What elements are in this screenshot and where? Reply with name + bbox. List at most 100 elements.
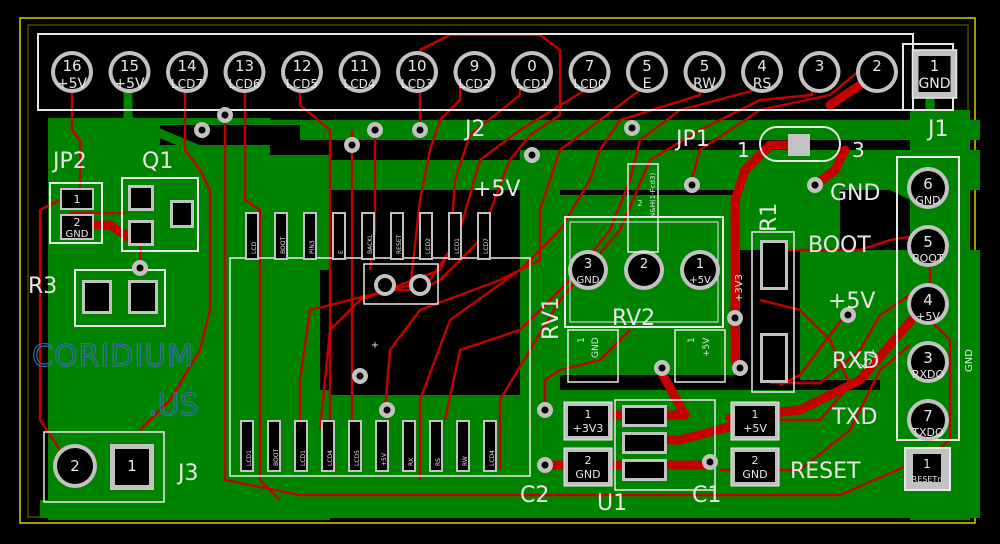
via bbox=[807, 177, 823, 193]
ic-pad-top: BACKL bbox=[361, 212, 375, 260]
via bbox=[732, 360, 748, 376]
ic-pad-bottom: RX bbox=[402, 420, 416, 472]
silkscreen-labels: J2 JP1 1 3 GND J1 JP2 Q1 R3 R1 RV1 RV2 J… bbox=[28, 117, 975, 516]
rv2-pin: 2 bbox=[624, 250, 664, 290]
header-pin[interactable]: 5RW bbox=[683, 51, 726, 93]
resistor-r1 bbox=[751, 231, 795, 393]
header-pin[interactable]: 3 bbox=[798, 51, 841, 93]
j1-pin-num: 3 bbox=[923, 349, 933, 367]
ic-lcd-socket: + bbox=[229, 257, 531, 477]
rv2-pin: 1+5V bbox=[680, 250, 720, 290]
j1-pin-label: BOOT bbox=[912, 252, 944, 265]
header-pin[interactable]: 2 bbox=[856, 51, 898, 93]
brand-line1: CORIDIUM bbox=[32, 339, 194, 374]
ic-pad-bottom: LCD1 bbox=[294, 420, 308, 472]
svg-text:+: + bbox=[371, 340, 379, 351]
svg-text:1: 1 bbox=[752, 408, 759, 421]
jumper-jp2[interactable]: 1 2 GND bbox=[49, 182, 103, 244]
header-pin[interactable]: 15+5V bbox=[108, 51, 151, 93]
pad-gnd-label: GND bbox=[591, 337, 601, 358]
resistor-r3 bbox=[74, 269, 166, 327]
ic-pin-label: LCD1 bbox=[454, 238, 461, 254]
ic-pin-label: LCD5 bbox=[354, 450, 361, 466]
svg-text:1: 1 bbox=[577, 337, 587, 343]
rv1-pin-num: 2 bbox=[637, 199, 642, 208]
via bbox=[537, 457, 553, 473]
ic-pad-top: PIN3 bbox=[303, 212, 317, 260]
j1-pin[interactable]: 4+5V bbox=[907, 283, 949, 325]
jumper-jp1[interactable] bbox=[759, 126, 841, 162]
ic-pad-bottom: RS bbox=[429, 420, 443, 472]
header-pin-num: 7 bbox=[585, 57, 595, 75]
svg-text:+3V3: +3V3 bbox=[573, 422, 604, 435]
ic-pad-top: LCD7 bbox=[477, 212, 491, 260]
cap-pad: 1+3V3 bbox=[563, 401, 613, 441]
ic-pin-label: BOOT bbox=[280, 237, 287, 254]
label-u1: U1 bbox=[597, 491, 627, 516]
via bbox=[684, 177, 700, 193]
ic-pin-label: RW bbox=[462, 456, 469, 466]
svg-text:GND: GND bbox=[575, 468, 600, 481]
svg-text:1: 1 bbox=[585, 408, 592, 421]
j1-pin-label: GND bbox=[915, 194, 940, 207]
ic-pad-bottom: LCD1 bbox=[240, 420, 254, 472]
via bbox=[352, 368, 368, 384]
j1-pin-1-num: 1 bbox=[923, 457, 931, 471]
ic-pad-bottom: RW bbox=[456, 420, 470, 472]
svg-text:+5V: +5V bbox=[689, 275, 711, 286]
ic-pin-label: LCD4 bbox=[327, 450, 334, 466]
header-pin[interactable]: 4RS bbox=[741, 51, 783, 93]
j1-pin-num: 5 bbox=[923, 233, 933, 251]
header-pin-num: 3 bbox=[815, 57, 825, 75]
label-jp1-pin3: 3 bbox=[852, 138, 865, 162]
reset-pad[interactable]: 1 RESETn bbox=[904, 447, 951, 491]
header-pin-label: LCD0 bbox=[574, 77, 606, 91]
transistor-q1 bbox=[121, 177, 199, 252]
via bbox=[344, 137, 360, 153]
header-pin-label: GND bbox=[918, 76, 950, 92]
header-pin-label: LCD6 bbox=[229, 77, 261, 91]
ic-pin-label: E bbox=[338, 250, 345, 254]
header-pin-num: 2 bbox=[872, 57, 882, 75]
header-2pin-mid[interactable] bbox=[363, 263, 439, 305]
label-plus5v-right: +5V bbox=[828, 289, 875, 314]
label-txd: TXD bbox=[831, 405, 877, 430]
label-jp1: JP1 bbox=[674, 127, 710, 152]
header-pin[interactable]: 5E bbox=[626, 51, 668, 93]
brand-logo: CORIDIUM .US bbox=[31, 338, 199, 423]
header-pin-num: 15 bbox=[120, 57, 139, 75]
via bbox=[537, 402, 553, 418]
label-r3: R3 bbox=[28, 274, 57, 299]
header-pin[interactable]: 16+5V bbox=[51, 51, 93, 93]
ic-pin-label: BACKL bbox=[367, 234, 374, 254]
header-pin-num: 1 bbox=[930, 57, 940, 75]
header-pin-label: LCD3 bbox=[401, 77, 433, 91]
header-pin-num: 13 bbox=[235, 57, 254, 75]
label-jp2: JP2 bbox=[51, 149, 87, 174]
jp2-pin1-num: 1 bbox=[74, 193, 81, 206]
label-jp1-gnd: GND bbox=[830, 181, 880, 206]
via bbox=[727, 310, 743, 326]
header-pin-num: 10 bbox=[407, 57, 426, 75]
via bbox=[194, 122, 210, 138]
header-pin-label: +5V bbox=[57, 76, 88, 92]
ic-pin-label: LCD1 bbox=[246, 450, 253, 466]
j3-pin: 2 bbox=[53, 444, 97, 488]
via bbox=[702, 454, 718, 470]
brand-line2: .US bbox=[148, 388, 199, 423]
